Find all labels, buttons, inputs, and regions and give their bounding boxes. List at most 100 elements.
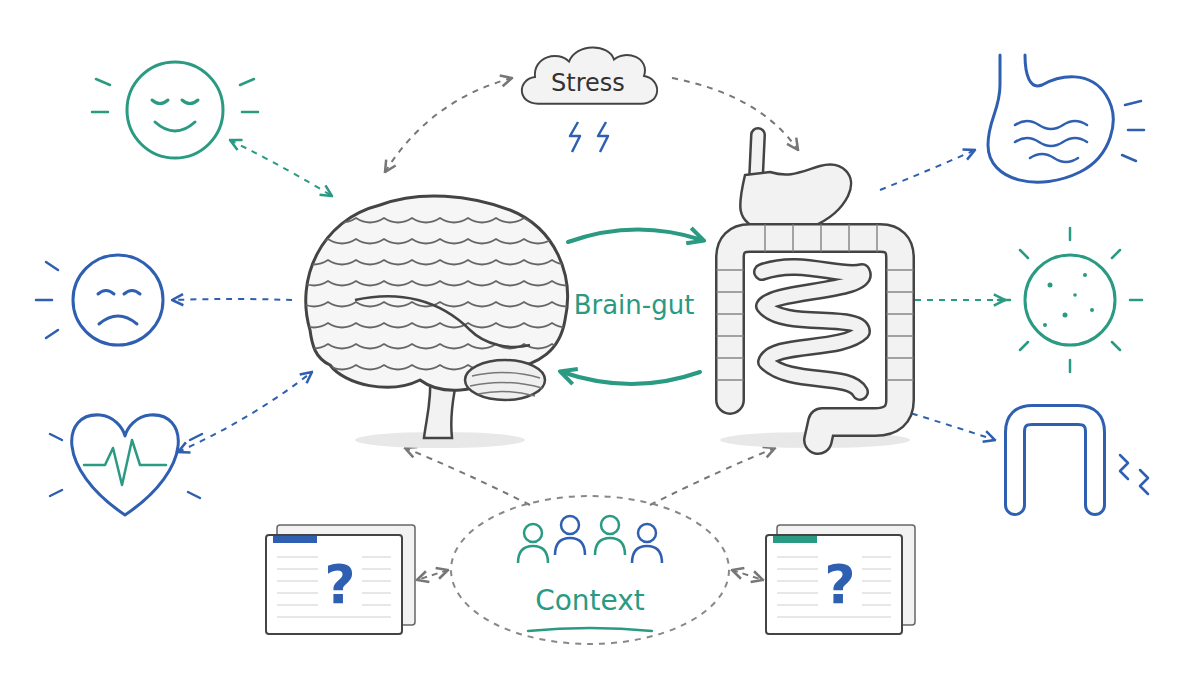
gut-illustration bbox=[762, 267, 863, 392]
colon-fold bbox=[887, 313, 913, 315]
dashed-link bbox=[230, 140, 332, 196]
colon-fold bbox=[887, 269, 913, 271]
stomach-icon bbox=[988, 55, 1113, 182]
card-front bbox=[766, 535, 902, 634]
heart-pulse-icon bbox=[50, 415, 202, 515]
person-body bbox=[555, 538, 585, 555]
brain-fold bbox=[300, 323, 580, 328]
colon-icon bbox=[1015, 415, 1095, 505]
question-card: ? bbox=[265, 525, 415, 635]
person-head bbox=[638, 524, 656, 542]
dashed-link bbox=[178, 372, 312, 452]
stomach-icon bbox=[988, 55, 1144, 182]
underline bbox=[528, 628, 652, 631]
sad-face-icon bbox=[98, 291, 140, 325]
sphere-icon bbox=[1048, 283, 1053, 288]
gut-illustration bbox=[717, 225, 913, 380]
colon-fold bbox=[717, 379, 743, 381]
node-label: Context bbox=[535, 586, 645, 617]
question-mark: ? bbox=[818, 555, 861, 614]
sphere-icon bbox=[1043, 323, 1047, 327]
colon-icon bbox=[1015, 415, 1095, 505]
context-group: Context bbox=[450, 495, 730, 645]
card-tab bbox=[773, 536, 817, 543]
colon-fold bbox=[848, 225, 850, 251]
sphere-icon bbox=[1043, 273, 1094, 327]
colon-fold bbox=[717, 269, 743, 271]
sad-face-icon bbox=[36, 262, 58, 338]
person-icon bbox=[555, 516, 585, 555]
person-body bbox=[518, 546, 548, 563]
colon-fold bbox=[887, 379, 913, 381]
sphere-icon bbox=[1063, 313, 1068, 318]
stomach-icon bbox=[1015, 121, 1087, 162]
dashed-link bbox=[405, 448, 530, 505]
person-head bbox=[524, 524, 542, 542]
node-label: Stress bbox=[551, 70, 625, 96]
context-group-outline bbox=[450, 495, 730, 645]
heart-pulse-icon bbox=[50, 434, 202, 498]
brain-gut-arrow bbox=[562, 372, 700, 384]
dashed-connector bbox=[732, 570, 763, 580]
gut-illustration bbox=[756, 135, 758, 178]
brain-illustration bbox=[465, 360, 545, 400]
dashed-link bbox=[915, 299, 1005, 301]
brain-illustration bbox=[470, 372, 542, 396]
gut-illustration bbox=[730, 238, 900, 440]
brain-fold bbox=[300, 344, 580, 349]
colon-fold bbox=[764, 225, 766, 251]
gut-illustration bbox=[730, 238, 900, 440]
colon-fold bbox=[717, 335, 743, 337]
sad-face-icon bbox=[36, 255, 163, 345]
stress-cloud: Stress bbox=[513, 40, 663, 114]
person-body bbox=[632, 546, 662, 563]
dashed-link bbox=[385, 78, 512, 172]
colon-fold bbox=[887, 335, 913, 337]
axis-label: Brain-gut bbox=[574, 291, 695, 320]
colon-icon bbox=[1015, 415, 1148, 505]
calm-face-icon bbox=[127, 62, 223, 158]
colon-icon bbox=[1120, 455, 1148, 494]
brain-gut-arrow bbox=[562, 229, 702, 384]
cloud-shape bbox=[522, 47, 657, 103]
sphere-icon bbox=[1025, 255, 1115, 345]
lightning-bolt bbox=[598, 122, 608, 152]
card-line bbox=[777, 616, 891, 617]
brain-gut-arrow bbox=[568, 229, 702, 242]
sphere-icon bbox=[998, 228, 1142, 372]
colon-fold bbox=[876, 225, 878, 251]
calm-face-icon bbox=[152, 100, 198, 131]
question-card: ? bbox=[765, 525, 915, 635]
brain-illustration bbox=[306, 196, 568, 390]
sphere-icon bbox=[1083, 273, 1087, 277]
colon-fold bbox=[717, 357, 743, 359]
dashed-link bbox=[172, 299, 292, 300]
brain-illustration bbox=[300, 218, 580, 370]
sphere-icon bbox=[998, 228, 1142, 372]
stomach-icon bbox=[1122, 101, 1144, 161]
colon-fold bbox=[820, 225, 822, 251]
gut-illustration bbox=[756, 135, 758, 178]
brain-illustration bbox=[300, 196, 580, 448]
dashed-link bbox=[172, 78, 1005, 505]
question-mark: ? bbox=[318, 555, 361, 614]
brain-fold bbox=[300, 239, 580, 244]
colon-fold bbox=[887, 291, 913, 293]
brain-fold bbox=[300, 302, 580, 307]
dashed-link bbox=[900, 410, 995, 440]
sad-face-icon bbox=[73, 255, 163, 345]
colon-fold bbox=[792, 225, 794, 251]
colon-fold bbox=[717, 291, 743, 293]
card-line bbox=[277, 616, 391, 617]
card-tab bbox=[273, 536, 317, 543]
colon-fold bbox=[887, 357, 913, 359]
person-icon bbox=[595, 516, 625, 555]
dashed-connector bbox=[417, 570, 448, 580]
gut-illustration bbox=[762, 267, 863, 392]
dashed-ellipse bbox=[451, 496, 729, 644]
person-head bbox=[601, 516, 619, 534]
brain-fold bbox=[300, 281, 580, 286]
gut-illustration bbox=[740, 165, 851, 233]
card-front bbox=[266, 535, 402, 634]
heart-pulse-icon bbox=[72, 415, 179, 515]
